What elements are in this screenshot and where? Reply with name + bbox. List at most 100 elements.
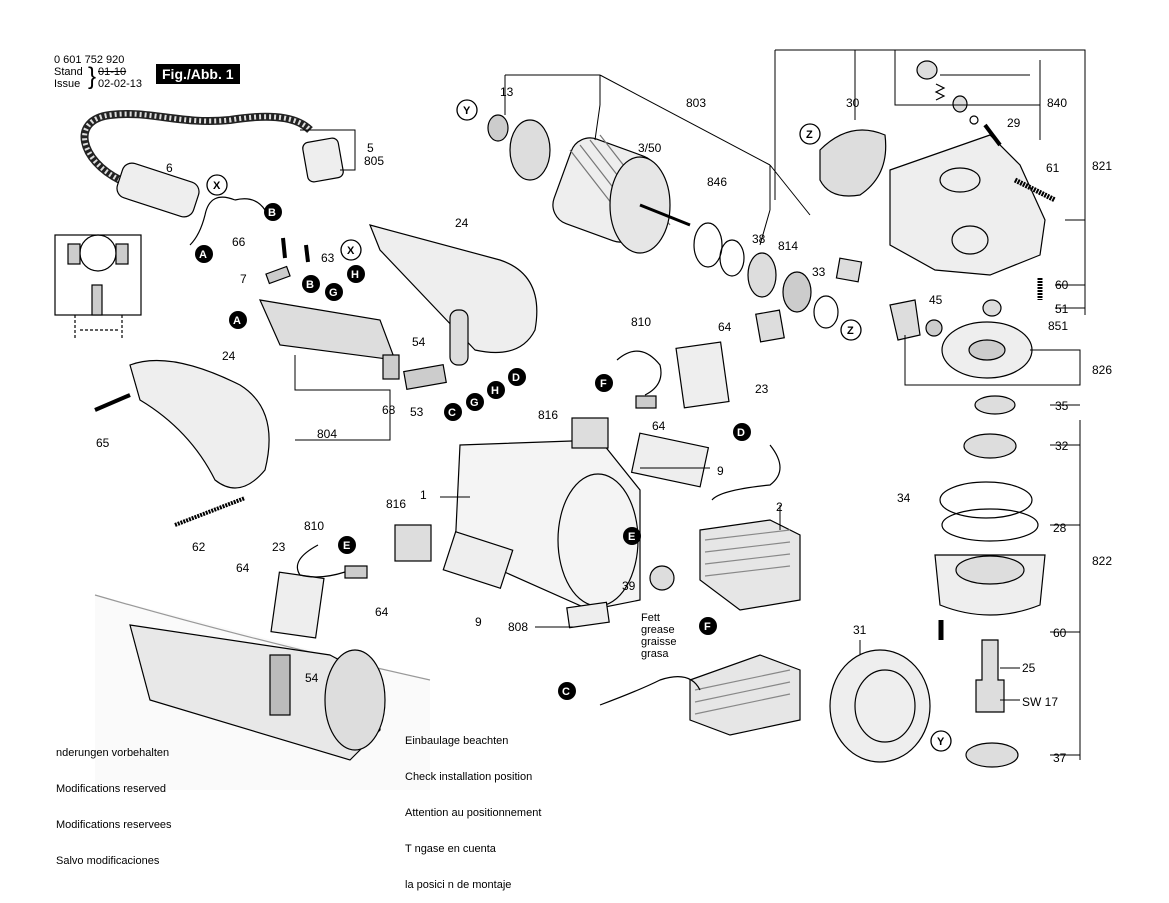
connector-badge-d: D (508, 368, 526, 386)
part-label: 28 (1053, 521, 1067, 535)
part-label: 816 (386, 497, 406, 511)
svg-text:Y: Y (463, 105, 471, 117)
note-line: Modifications reservees (56, 819, 172, 831)
note-line: Modifications reserved (56, 783, 167, 795)
connector-badge-e: E (623, 527, 641, 545)
svg-text:X: X (213, 180, 221, 192)
part-label: 24 (222, 349, 236, 363)
part-label: 64 (652, 419, 666, 433)
svg-text:X: X (347, 245, 355, 257)
svg-text:A: A (233, 315, 241, 327)
note-line: grasa (641, 648, 669, 660)
part-label: 24 (455, 216, 469, 230)
svg-text:B: B (268, 207, 276, 219)
spring-840 (934, 83, 946, 101)
part-label: 5 (367, 141, 374, 155)
bearing-13 (487, 114, 509, 142)
note-line: Fett (641, 612, 660, 624)
part-label: 51 (1055, 302, 1069, 316)
part-label: 814 (778, 239, 798, 253)
sleeve-54 (449, 309, 469, 366)
connector-badge-h: H (487, 381, 505, 399)
brace-glyph: } (88, 63, 97, 90)
marker-z: Z (840, 319, 862, 341)
part-label: 54 (412, 335, 426, 349)
connector-badge-a: A (195, 245, 213, 263)
modifications-note: nderungen vorbehalten Modifications rese… (56, 723, 172, 879)
marker-x: X (206, 174, 228, 196)
part-label: 25 (1022, 661, 1036, 675)
connector-badge-e: E (338, 536, 356, 554)
part-label: 64 (718, 320, 732, 334)
part-label: 61 (1046, 161, 1060, 175)
svg-text:C: C (562, 686, 570, 698)
connector-badge-b: B (302, 275, 320, 293)
part-box-814 (755, 309, 785, 343)
cord-strain-relief (116, 162, 200, 218)
part-label: 13 (500, 85, 514, 99)
circlip-846 (693, 222, 723, 268)
part-label: 1 (420, 488, 427, 502)
part-label: 62 (192, 540, 206, 554)
note-line: la posici n de montaje (405, 879, 512, 891)
part-label: 9 (475, 615, 482, 629)
part-label: 803 (686, 96, 706, 110)
part-label: 65 (96, 436, 110, 450)
plate-9b (442, 530, 514, 590)
svg-text:Z: Z (847, 325, 854, 337)
issue-date: 02-02-13 (98, 78, 143, 90)
switch-part-53 (403, 363, 447, 391)
part-label: 37 (1053, 751, 1067, 765)
part-label: 68 (382, 403, 396, 417)
sleeve-840 (952, 95, 968, 113)
part-label: 33 (812, 265, 826, 279)
part-label: 64 (236, 561, 250, 575)
note-line: Einbaulage beachten (405, 735, 509, 747)
part-label: 38 (752, 232, 766, 246)
pinion-45 (889, 299, 921, 341)
part-label: 45 (929, 293, 943, 307)
brush-holder-816b (394, 524, 432, 562)
part-number: 0 601 752 920 (54, 54, 125, 66)
cover-23b (270, 571, 325, 639)
svg-text:H: H (491, 385, 499, 397)
connector-badge-f: F (595, 374, 613, 392)
flange-37 (965, 742, 1019, 768)
exploded-parts-diagram: 13 803 30 840 3/50 29 5 805 6 846 821 61… (54, 49, 1113, 768)
part-label: SW 17 (1022, 695, 1058, 709)
brush-810b (344, 565, 368, 579)
part-label: 64 (375, 605, 389, 619)
bearing-39 (649, 565, 675, 591)
o-ring-28 (941, 508, 1039, 542)
note-line: grease (641, 624, 675, 636)
part-label: 840 (1047, 96, 1067, 110)
part-label: 3/50 (638, 141, 662, 155)
seal-32 (963, 433, 1017, 459)
svg-text:A: A (199, 249, 207, 261)
marker-x: X (340, 239, 362, 261)
field-coil-2 (699, 519, 801, 611)
cover-23a (675, 341, 730, 409)
svg-text:F: F (600, 378, 607, 390)
wiring-schematic (54, 234, 142, 340)
stand-date: 01-10 (98, 66, 127, 78)
svg-text:E: E (343, 540, 350, 552)
part-label: 39 (622, 579, 636, 593)
spindle-25 (975, 639, 1005, 713)
handle-24-lower (129, 359, 270, 489)
svg-text:H: H (351, 269, 359, 281)
part-label: 31 (853, 623, 867, 637)
part-box-33 (835, 257, 863, 283)
part-label: 29 (1007, 116, 1021, 130)
connector-badge-a: A (229, 311, 247, 329)
connector-badge-c: C (558, 682, 576, 700)
part-label: 34 (897, 491, 911, 505)
nut-45 (925, 319, 943, 337)
washer-38 (719, 239, 745, 277)
svg-text:B: B (306, 279, 314, 291)
connector-badge-d: D (733, 423, 751, 441)
connector-badge-f: F (699, 617, 717, 635)
part-label: 66 (232, 235, 246, 249)
brush-holder-816a (571, 417, 609, 449)
screw-62 (174, 496, 246, 527)
